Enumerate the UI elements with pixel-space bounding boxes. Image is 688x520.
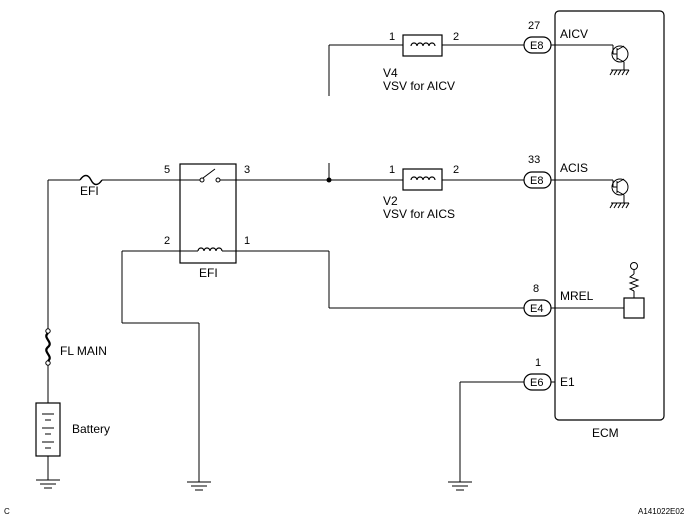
vsv-aicv-id: V4 <box>383 66 398 80</box>
battery-ground-symbol <box>36 456 60 489</box>
e1-ground-symbol <box>448 481 472 491</box>
relay-coil-symbol <box>180 247 236 252</box>
terminal-aicv-connector: E8 <box>530 40 543 52</box>
relay-ground-symbol <box>187 481 211 491</box>
vsv-aicv-pin-2: 2 <box>453 31 459 43</box>
terminal-mrel-signal: MREL <box>560 289 594 303</box>
terminal-mrel-pin: 8 <box>533 283 539 295</box>
battery-symbol <box>35 402 61 457</box>
aicv-driver-transistor <box>555 44 629 70</box>
vsv-aics-name: VSV for AICS <box>383 207 455 221</box>
terminal-aicv-pin: 27 <box>528 20 540 32</box>
aicv-ground-symbol <box>609 69 630 76</box>
terminal-acis-connector: E8 <box>530 175 543 187</box>
relay-pin-3: 3 <box>244 164 250 176</box>
efi-fuse-symbol <box>79 174 103 186</box>
vsv-aicv-pin-1: 1 <box>389 31 395 43</box>
efi-relay-label: EFI <box>199 266 218 280</box>
relay-pin-1: 1 <box>244 235 250 247</box>
vsv-aics-pin-1: 1 <box>389 164 395 176</box>
terminal-e1-signal: E1 <box>560 375 575 389</box>
terminal-e1-connector: E6 <box>530 377 543 389</box>
terminal-e1-pin: 1 <box>535 357 541 369</box>
terminal-acis-signal: ACIS <box>560 161 588 175</box>
acis-ground-symbol <box>609 202 630 209</box>
fl-main-label: FL MAIN <box>60 344 107 358</box>
terminal-aicv: 27 E8 AICV <box>523 20 588 54</box>
terminal-e1: 1 E6 E1 <box>523 357 575 391</box>
mrel-driver-circuit <box>555 262 645 319</box>
vsv-aics-pin-2: 2 <box>453 164 459 176</box>
vsv-aicv-name: VSV for AICV <box>383 79 455 93</box>
relay-pin-2: 2 <box>164 235 170 247</box>
terminal-mrel: 8 E4 MREL <box>523 283 594 317</box>
efi-fuse-label: EFI <box>80 184 99 198</box>
relay-pin-5: 5 <box>164 164 170 176</box>
ecm-box <box>554 10 665 421</box>
terminal-acis: 33 E8 ACIS <box>523 154 588 189</box>
battery-label: Battery <box>72 422 110 436</box>
terminal-acis-pin: 33 <box>528 154 540 166</box>
fl-main-fusible-link <box>45 332 51 362</box>
terminal-mrel-connector: E4 <box>530 303 543 315</box>
vsv-aics-id: V2 <box>383 194 398 208</box>
corner-letter: C <box>4 507 10 516</box>
terminal-aicv-signal: AICV <box>560 27 588 41</box>
figure-id: A141022E02 <box>638 507 685 516</box>
acis-driver-transistor <box>555 178 629 203</box>
ecm-label: ECM <box>592 426 619 440</box>
relay-switch-contact <box>180 168 236 183</box>
